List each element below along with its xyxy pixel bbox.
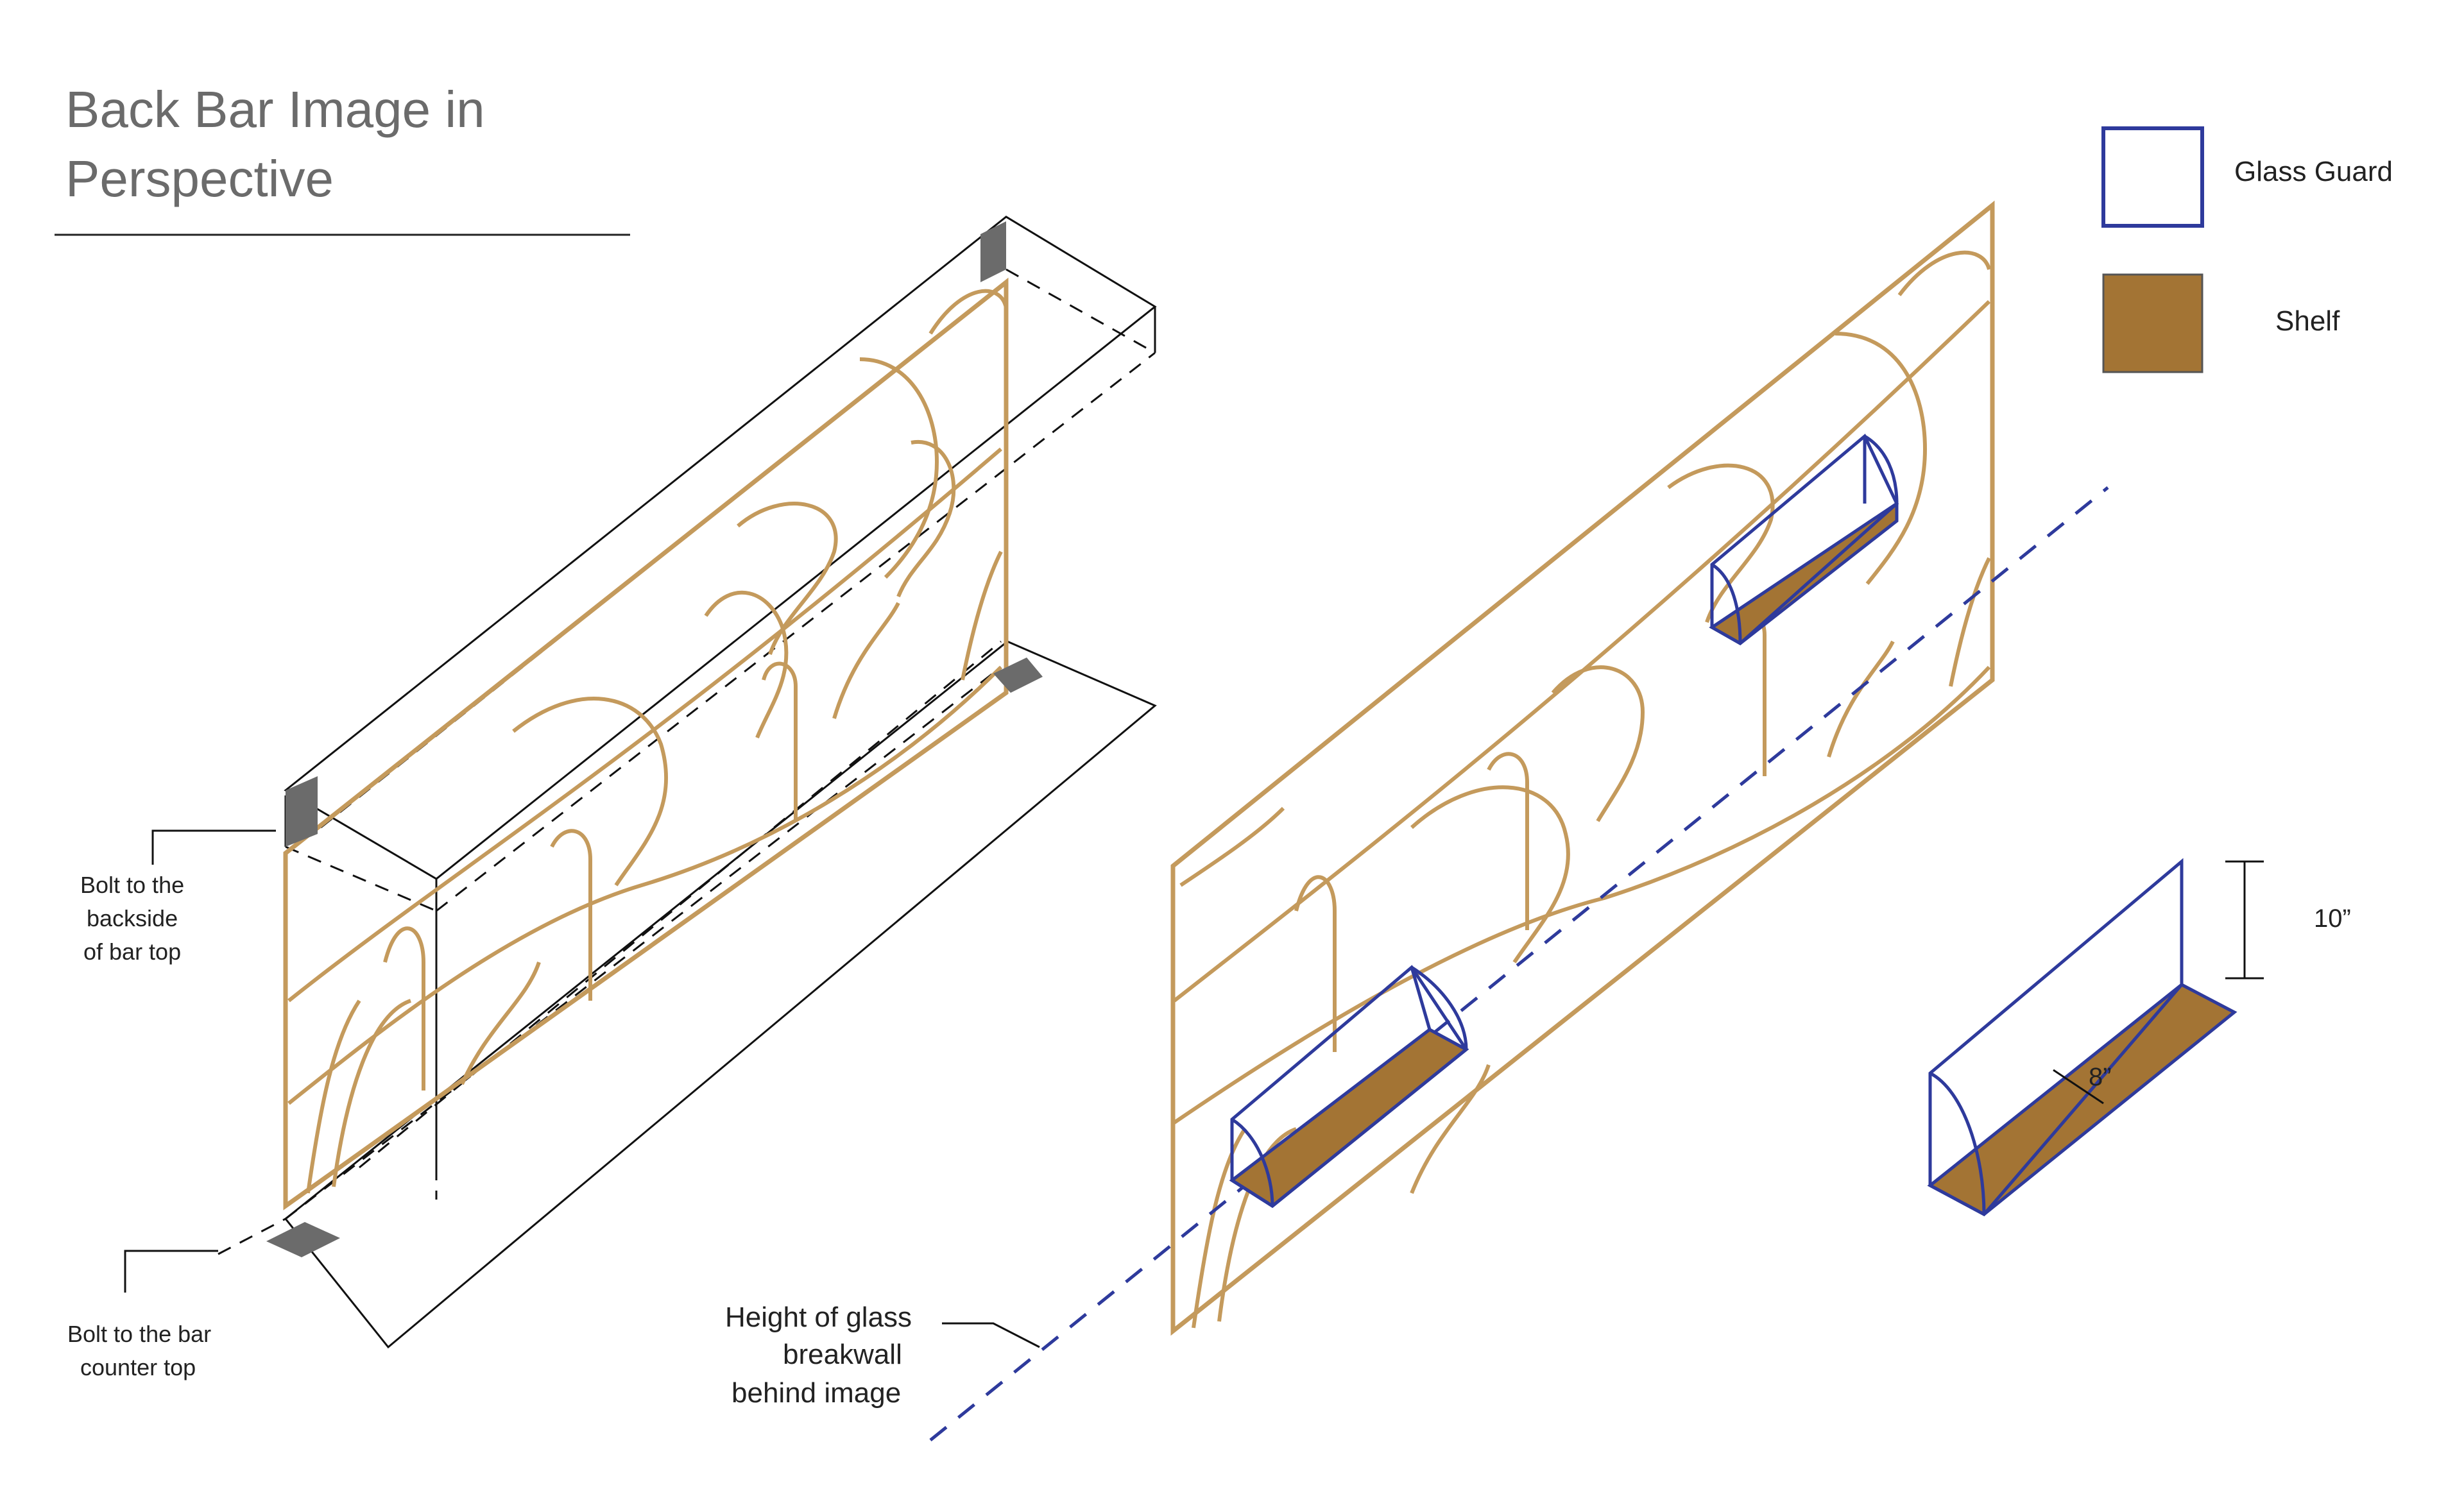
callout-glass-height: Height of glass breakwall behind image: [725, 1302, 912, 1409]
lower-shelf-unit: [1229, 965, 1469, 1209]
callout-bolt-counter: Bolt to the bar counter top: [67, 1321, 211, 1380]
callout-leader-bolt-top: [151, 829, 276, 865]
title-line-2: Perspective: [65, 150, 334, 207]
detail-glass-guard-curve: [1929, 1071, 1986, 1215]
right-assembly: [929, 200, 2109, 1441]
upper-shelf-unit: [1709, 434, 1899, 646]
dim-depth-label: 8”: [2089, 1063, 2112, 1091]
bar-top-box-top: [284, 216, 1157, 880]
legend-shelf-swatch: [2102, 273, 2203, 373]
lower-glass-guard-curve: [1231, 1117, 1274, 1207]
bracket-top-left: [286, 776, 318, 847]
legend-shelf-label: Shelf: [2275, 305, 2340, 337]
legend-glass-guard-label: Glass Guard: [2234, 156, 2393, 187]
hidden-edge-2: [1005, 268, 1156, 354]
bracket-bottom-left: [266, 1222, 340, 1257]
callout-glass-height-line-1: Height of glass: [725, 1302, 912, 1333]
title-line-1: Back Bar Image in: [65, 81, 485, 138]
right-artwork-lines: [1173, 250, 1991, 1328]
upper-glass-guard-curve: [1711, 563, 1742, 644]
left-artwork-panel: [283, 277, 1009, 1210]
hidden-edge-1: [285, 845, 437, 912]
hidden-edge-5: [285, 666, 1002, 1220]
bracket-top-right: [980, 221, 1006, 282]
callout-glass-height-line-2: breakwall: [783, 1339, 902, 1370]
counter-dashed-edge: [218, 1218, 286, 1255]
hidden-edge-4: [436, 352, 1156, 912]
callout-leader-glass-height: [942, 1322, 1040, 1348]
glass-breakwall-dashed-line: [929, 486, 2109, 1441]
lower-shelf: [1229, 1028, 1469, 1209]
legend: Glass Guard Shelf: [2101, 126, 2393, 373]
title-block: Back Bar Image in Perspective: [55, 81, 630, 236]
lower-glass-guard-curve-2: [1410, 965, 1468, 1050]
callout-bolt-top-line-1: Bolt to the: [80, 872, 184, 898]
upper-glass-guard: [1710, 434, 1899, 646]
callout-bolt-counter-line-2: counter top: [80, 1354, 196, 1380]
left-artwork-lines: [287, 289, 1008, 1194]
callout-bolt-top: Bolt to the backside of bar top: [80, 872, 184, 965]
detail-shelf-unit: 10” 8”: [1927, 858, 2351, 1217]
legend-glass-guard-swatch: [2101, 126, 2204, 228]
hidden-edge-6: [359, 640, 1002, 1169]
upper-glass-guard-curve-2: [1863, 434, 1899, 504]
lower-glass-guard: [1230, 965, 1469, 1209]
callout-glass-height-line-3: behind image: [732, 1377, 901, 1409]
callout-bolt-counter-line-1: Bolt to the bar: [67, 1321, 211, 1347]
left-assembly: [124, 216, 1157, 1349]
bracket-bottom-right: [993, 658, 1043, 693]
callout-leader-bolt-counter: [124, 1250, 218, 1293]
callout-bolt-top-line-2: backside: [87, 905, 178, 931]
callout-bolt-top-line-3: of bar top: [83, 938, 181, 965]
right-artwork-panel: [1170, 200, 1995, 1336]
lower-glass-guard-edge: [1410, 967, 1432, 1030]
dim-depth-line: [2053, 1069, 2104, 1105]
dim-height-label: 10”: [2314, 904, 2351, 933]
